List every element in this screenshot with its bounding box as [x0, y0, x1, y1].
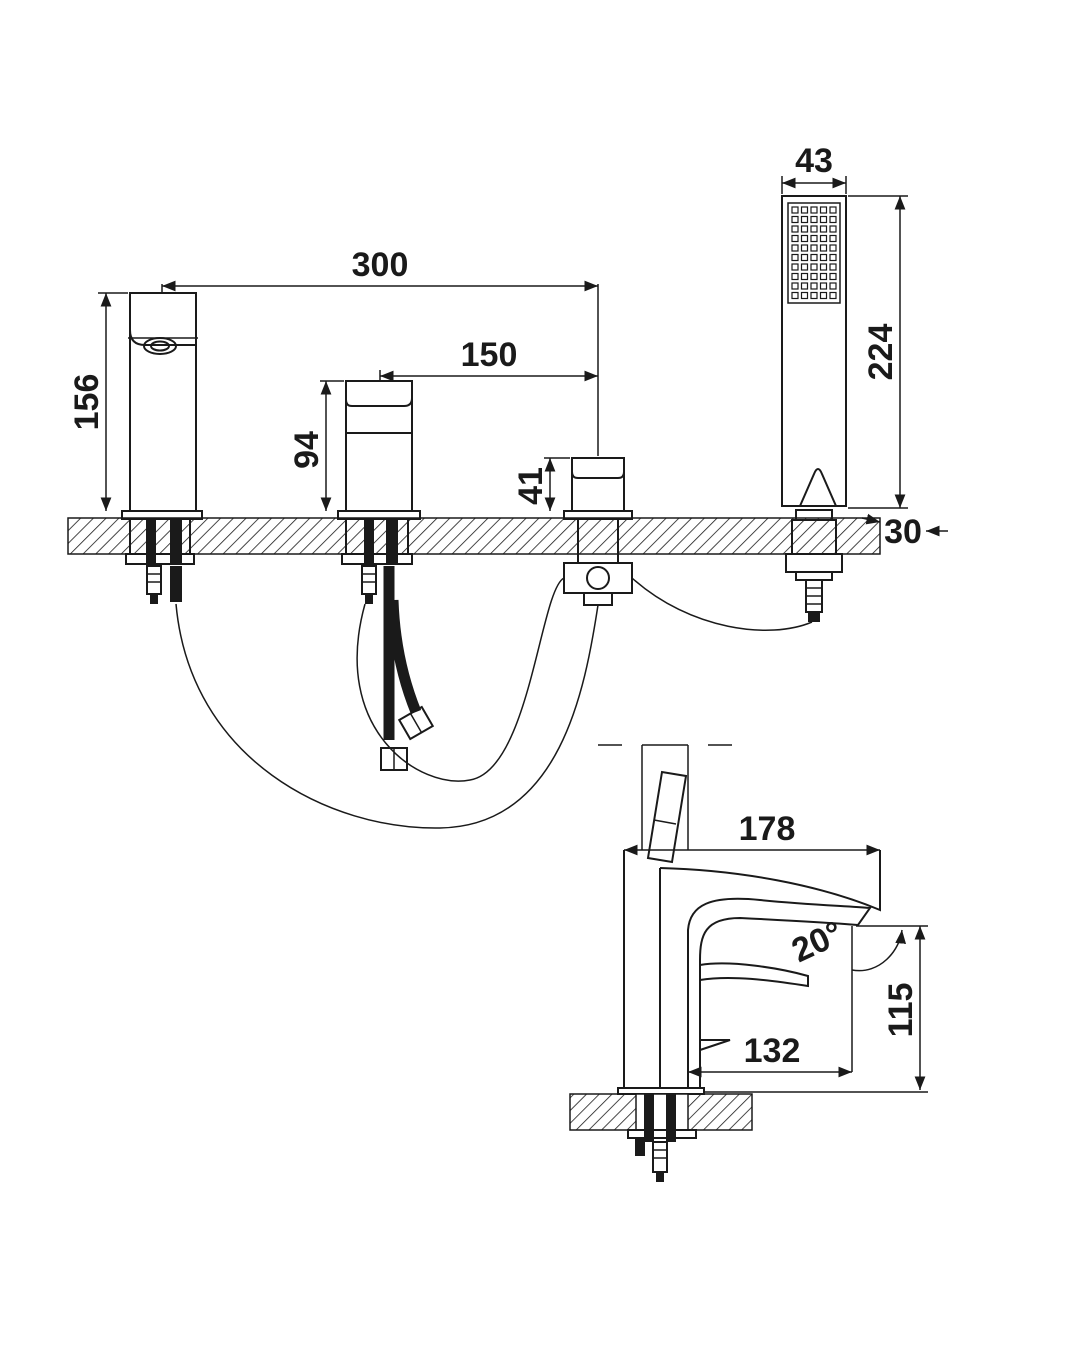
hoses — [175, 577, 813, 829]
dim-label-43: 43 — [795, 142, 833, 180]
dimension-132: 132 — [688, 1032, 852, 1078]
nozzle — [800, 253, 809, 262]
nozzle — [829, 253, 837, 262]
nozzle — [791, 215, 799, 224]
nozzle — [819, 282, 828, 290]
dim-label-300: 300 — [352, 246, 409, 284]
dim-label-94: 94 — [288, 431, 326, 469]
dimension-94: 94 — [288, 380, 344, 511]
dimension-156: 156 — [68, 292, 128, 511]
nozzle — [800, 272, 809, 281]
nozzle — [810, 234, 818, 243]
nozzle — [810, 244, 818, 252]
nozzle — [819, 272, 828, 281]
nozzle — [791, 272, 799, 281]
nozzle — [810, 291, 818, 300]
dim-label-41: 41 — [512, 467, 550, 505]
dimension-30: 30 — [861, 513, 948, 551]
spout-body — [121, 292, 203, 604]
nozzle — [810, 263, 818, 271]
nozzle — [800, 225, 809, 233]
dimension-178: 178 — [624, 810, 880, 856]
handshower-body — [781, 195, 847, 622]
nozzle — [800, 234, 809, 243]
dim-label-178: 178 — [739, 810, 796, 848]
dim-label-156: 156 — [68, 374, 106, 431]
dimension-300: 300 — [161, 246, 599, 456]
nozzle — [829, 263, 837, 271]
diverter-body — [563, 457, 633, 606]
nozzle — [800, 291, 809, 300]
nozzle — [791, 291, 799, 300]
dim-label-115: 115 — [882, 983, 920, 1038]
nozzle — [810, 215, 818, 224]
nozzle — [819, 206, 828, 214]
nozzle — [829, 244, 837, 252]
nozzle — [800, 263, 809, 271]
nozzle — [810, 206, 818, 214]
dimension-224: 224 — [848, 195, 908, 509]
nozzle — [810, 225, 818, 233]
nozzle — [791, 225, 799, 233]
nozzle — [791, 244, 799, 252]
nozzle — [829, 272, 837, 281]
dim-label-224: 224 — [862, 324, 900, 381]
nozzle — [791, 234, 799, 243]
nozzle — [791, 253, 799, 262]
deck-section — [67, 517, 881, 555]
mixer-body — [337, 380, 435, 771]
dimension-43: 43 — [781, 142, 847, 194]
nozzle — [819, 263, 828, 271]
dim-label-132: 132 — [744, 1032, 801, 1070]
nozzle — [829, 291, 837, 300]
nozzle — [791, 263, 799, 271]
nozzle — [819, 234, 828, 243]
nozzle — [829, 215, 837, 224]
nozzle — [829, 206, 837, 214]
nozzle — [819, 244, 828, 252]
dimension-150: 150 — [379, 336, 598, 382]
nozzle — [791, 206, 799, 214]
nozzle — [819, 253, 828, 262]
dimension-41: 41 — [512, 457, 570, 511]
nozzle — [819, 225, 828, 233]
nozzle — [819, 215, 828, 224]
dim-label-30: 30 — [884, 513, 922, 551]
nozzle — [791, 282, 799, 290]
nozzle — [800, 282, 809, 290]
spray-nozzle-grid — [791, 206, 837, 300]
nozzle — [819, 291, 828, 300]
nozzle — [800, 215, 809, 224]
dimension-115: 115 — [704, 926, 928, 1093]
nozzle — [800, 206, 809, 214]
nozzle — [810, 282, 818, 290]
side-view — [569, 744, 881, 1182]
dim-label-150: 150 — [461, 336, 518, 374]
nozzle — [810, 272, 818, 281]
nozzle — [829, 225, 837, 233]
nozzle — [810, 253, 818, 262]
dim-label-20deg: 20° — [786, 914, 849, 970]
nozzle — [800, 244, 809, 252]
nozzle — [829, 282, 837, 290]
nozzle — [829, 234, 837, 243]
